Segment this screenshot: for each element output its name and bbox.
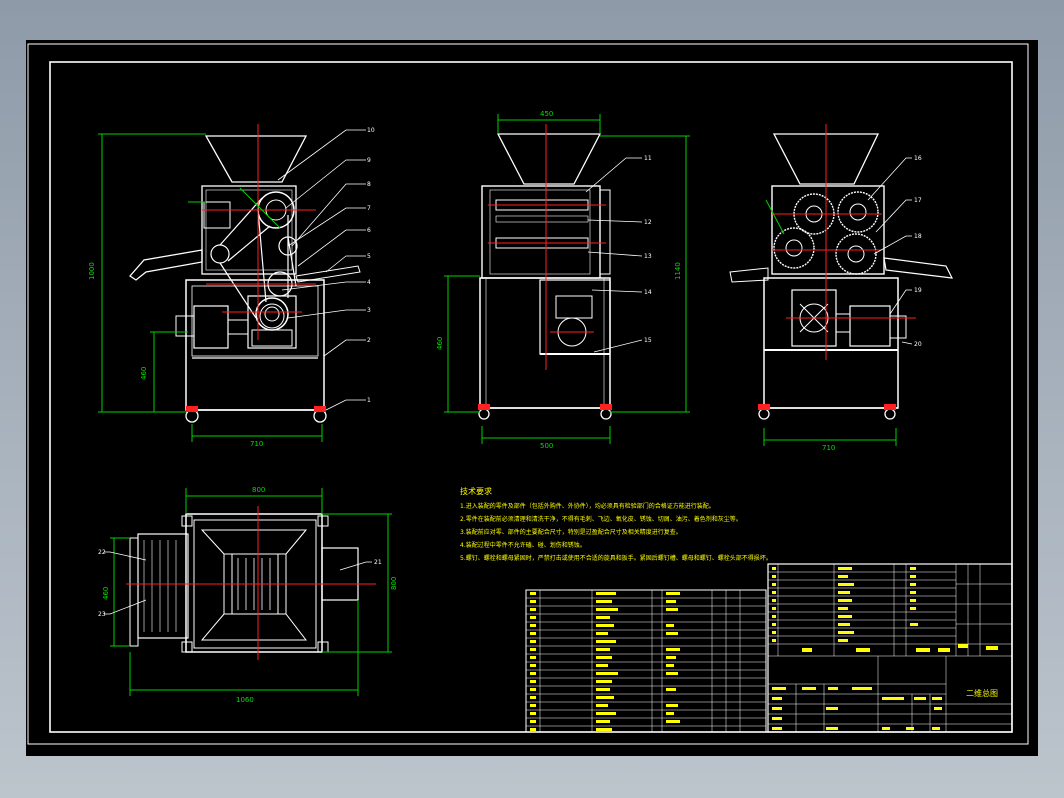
- part-label-4: 4: [367, 279, 371, 286]
- part-label-21: 21: [374, 559, 382, 566]
- dim-side-height: 1140: [674, 262, 682, 280]
- part-label-5: 5: [367, 253, 371, 260]
- dim-top-overall: 1060: [236, 696, 254, 704]
- outer-border: [27, 43, 1029, 745]
- part-label-3: 3: [367, 307, 371, 314]
- part-label-6: 6: [367, 227, 371, 234]
- part-label-20: 20: [914, 341, 922, 348]
- cad-viewport[interactable]: 1000 460 710 10 9 8 7 6 5 4 3 2 1: [26, 40, 1038, 756]
- part-label-19: 19: [914, 287, 922, 294]
- dim-top-width: 800: [252, 486, 265, 494]
- dim-front-width: 710: [250, 440, 263, 448]
- part-label-11: 11: [644, 155, 652, 162]
- part-label-8: 8: [367, 181, 371, 188]
- part-label-15: 15: [644, 337, 652, 344]
- tech-note-5: 5.螺钉、螺栓和螺母紧固时，严禁打击或使用不合适的旋具和扳手。紧固后螺钉槽、螺母…: [460, 554, 772, 562]
- part-label-22: 22: [98, 549, 106, 556]
- part-label-10: 10: [367, 127, 375, 134]
- side-view: 450 460 1140 500 11 12 13 14 15: [436, 110, 690, 450]
- part-label-9: 9: [367, 157, 371, 164]
- part-label-14: 14: [644, 289, 652, 296]
- dim-side-hopper: 450: [540, 110, 553, 118]
- top-view: 800 1060 460 800 22 23 21: [98, 486, 398, 704]
- dim-top-depth: 460: [102, 587, 110, 600]
- technical-notes: 技术要求 1.进入装配的零件及部件（包括外购件、外协件），均必须具有检验部门的合…: [460, 486, 772, 562]
- parts-list: [525, 589, 767, 733]
- part-label-13: 13: [644, 253, 652, 260]
- dim-side-base: 460: [436, 337, 444, 350]
- tech-note-4: 4.装配过程中零件不允许磕、碰、划伤和锈蚀。: [460, 541, 586, 549]
- right-view: 710 16 17 18 19 20: [729, 124, 954, 452]
- tech-note-1: 1.进入装配的零件及部件（包括外购件、外协件），均必须具有检验部门的合格证方能进…: [460, 502, 715, 510]
- title-block: 二维总图: [767, 563, 1013, 733]
- drawing-title: 二维总图: [966, 688, 998, 698]
- dim-top-depth-right: 800: [390, 577, 398, 590]
- part-label-7: 7: [367, 205, 371, 212]
- tech-note-2: 2.零件在装配前必须清理和清洗干净，不得有毛刺、飞边、氧化皮、锈蚀、切屑、油污、…: [460, 515, 742, 523]
- part-label-12: 12: [644, 219, 652, 226]
- part-label-1: 1: [367, 397, 371, 404]
- part-label-18: 18: [914, 233, 922, 240]
- part-label-17: 17: [914, 197, 922, 204]
- drawing-canvas: 1000 460 710 10 9 8 7 6 5 4 3 2 1: [27, 43, 1029, 745]
- front-view: 1000 460 710 10 9 8 7 6 5 4 3 2 1: [88, 124, 375, 448]
- dim-front-height: 1000: [88, 262, 96, 280]
- part-label-2: 2: [367, 337, 371, 344]
- part-label-16: 16: [914, 155, 922, 162]
- dim-right-width: 710: [822, 444, 835, 452]
- dim-side-width: 500: [540, 442, 553, 450]
- part-label-23: 23: [98, 611, 106, 618]
- tech-notes-title: 技术要求: [460, 486, 492, 496]
- dim-front-base: 460: [140, 367, 148, 380]
- tech-note-3: 3.装配前应对零、部件的主要配合尺寸，特别是过盈配合尺寸及相关精度进行复查。: [460, 528, 682, 536]
